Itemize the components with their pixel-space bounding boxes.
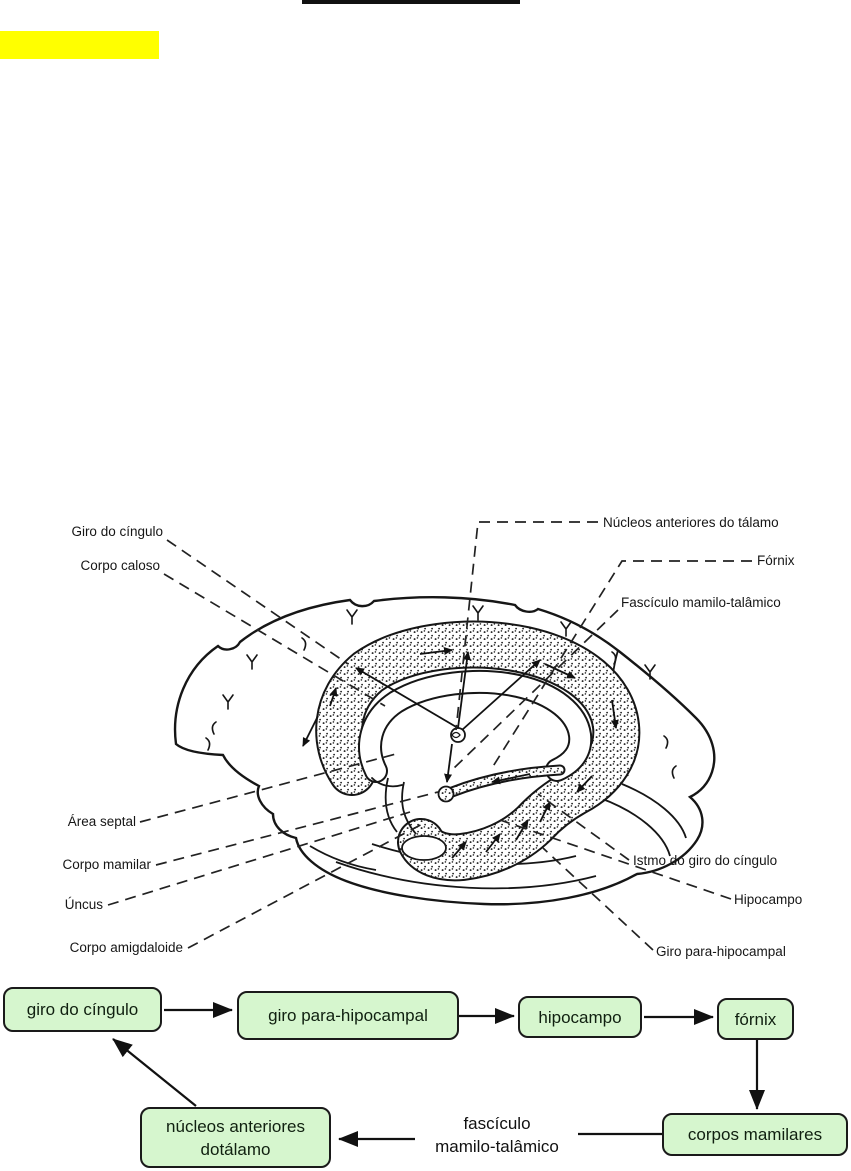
flow-node-label: hipocampo xyxy=(538,1007,622,1027)
connector-label-fasciculo: fascículo mamilo-talâmico xyxy=(397,1112,597,1158)
label-corpo-amigdaloide: Corpo amigdaloide xyxy=(70,940,183,955)
flow-node-giro-parahipocampal: giro para-hipocampal xyxy=(237,991,459,1040)
title-underline xyxy=(302,0,520,4)
diagram-labels: Giro do cíngulo Corpo caloso Núcleos ant… xyxy=(62,515,802,959)
flow-node-giro-do-cingulo: giro do cíngulo xyxy=(3,987,162,1032)
yellow-highlight xyxy=(0,31,159,59)
flow-node-hipocampo: hipocampo xyxy=(518,996,642,1038)
leader-lines xyxy=(107,521,752,951)
label-corpo-caloso: Corpo caloso xyxy=(80,558,160,573)
label-nucleos-anteriores: Núcleos anteriores do tálamo xyxy=(603,515,779,530)
flow-node-label: giro para-hipocampal xyxy=(268,1006,428,1025)
circuit-arrows xyxy=(302,647,619,859)
flowchart-arrows xyxy=(112,1002,765,1147)
septal-midbrain-detail xyxy=(384,777,447,861)
flow-node-label-line1: núcleos anteriores xyxy=(166,1116,305,1136)
flow-node-label: corpos mamilares xyxy=(687,1125,823,1144)
connector-label-line2: mamilo-talâmico xyxy=(435,1137,559,1156)
flow-node-label-line2: dotálamo xyxy=(200,1139,271,1159)
flow-node-fornix: fórnix xyxy=(717,998,794,1040)
fornix-tract xyxy=(446,764,566,798)
label-fornix: Fórnix xyxy=(757,553,795,568)
thalamus-scribble xyxy=(451,731,461,739)
flow-node-corpos-mamilares: corpos mamilares xyxy=(662,1113,848,1156)
label-fasciculo: Fascículo mamilo-talâmico xyxy=(621,595,781,610)
flow-node-label: fórnix xyxy=(734,1009,777,1029)
label-uncus: Úncus xyxy=(65,897,104,912)
label-istmo: Istmo do giro do cíngulo xyxy=(633,853,777,868)
gyri-marks xyxy=(205,605,677,779)
flow-node-label: giro do cíngulo xyxy=(26,1000,139,1019)
label-giro-do-cingulo: Giro do cíngulo xyxy=(71,524,163,539)
flow-node-nucleos-anteriores: núcleos anteriores dotálamo xyxy=(140,1107,331,1168)
label-area-septal: Área septal xyxy=(68,814,136,829)
connector-label-line1: fascículo xyxy=(463,1114,531,1133)
label-hipocampo: Hipocampo xyxy=(734,892,802,907)
label-corpo-mamilar: Corpo mamilar xyxy=(62,857,151,872)
mamillary-body xyxy=(437,785,455,803)
label-giro-parahipocampal: Giro para-hipocampal xyxy=(656,944,786,959)
